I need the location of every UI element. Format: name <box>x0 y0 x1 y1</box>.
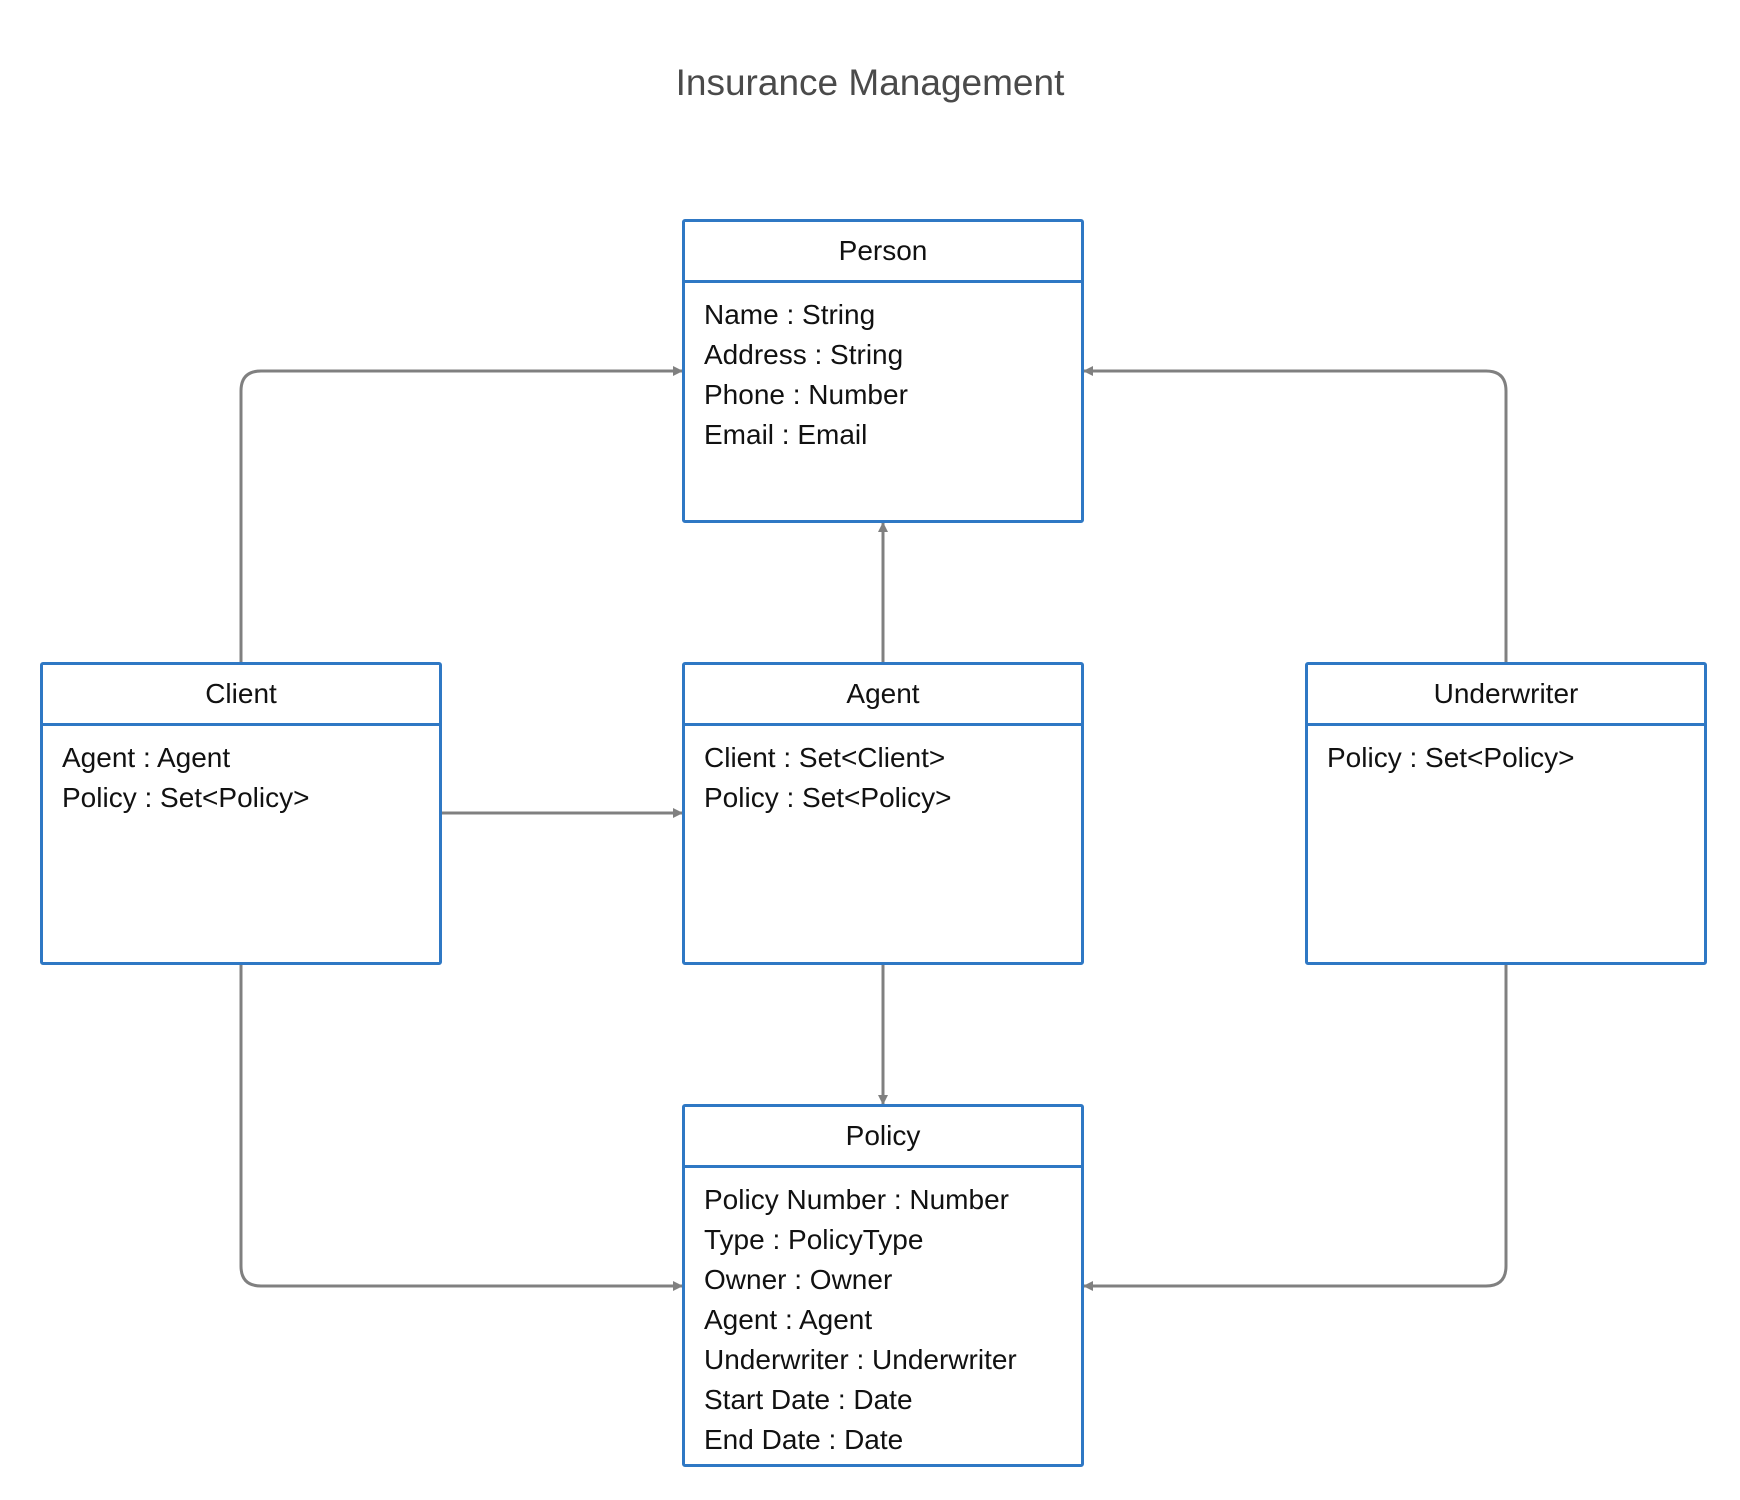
attribute: Start Date : Date <box>704 1384 913 1415</box>
attribute: Type : PolicyType <box>704 1224 924 1255</box>
class-policy-attributes: Policy Number : Number Type : PolicyType… <box>685 1168 1081 1460</box>
class-agent-name: Agent <box>685 665 1081 726</box>
class-policy-name: Policy <box>685 1107 1081 1168</box>
class-agent-attributes: Client : Set<Client> Policy : Set<Policy… <box>685 726 1081 818</box>
attribute: Agent : Agent <box>62 742 231 773</box>
attribute: Email : Email <box>704 419 868 450</box>
attribute: Name : String <box>704 299 876 330</box>
attribute: Client : Set<Client> <box>704 742 946 773</box>
attribute: Policy : Set<Policy> <box>62 782 310 813</box>
attribute: Phone : Number <box>704 379 908 410</box>
class-person-name: Person <box>685 222 1081 283</box>
class-underwriter-name: Underwriter <box>1308 665 1704 726</box>
connector-client-person <box>239 366 683 662</box>
attribute: Policy Number : Number <box>704 1184 1009 1215</box>
attribute: Underwriter : Underwriter <box>704 1344 1017 1375</box>
class-client-name: Client <box>43 665 439 726</box>
connector-underwriter-person <box>1083 366 1508 662</box>
class-person[interactable]: Person Name : String Address : String Ph… <box>682 219 1084 523</box>
class-underwriter[interactable]: Underwriter Policy : Set<Policy> <box>1305 662 1707 965</box>
class-underwriter-attributes: Policy : Set<Policy> <box>1308 726 1704 778</box>
attribute: Address : String <box>704 339 904 370</box>
attribute: Owner : Owner <box>704 1264 893 1295</box>
attribute: Policy : Set<Policy> <box>1327 742 1575 773</box>
diagram-title: Insurance Management <box>675 62 1065 103</box>
attribute: Policy : Set<Policy> <box>704 782 952 813</box>
attribute: Agent : Agent <box>704 1304 873 1335</box>
class-client[interactable]: Client Agent : Agent Policy : Set<Policy… <box>40 662 442 965</box>
class-agent[interactable]: Agent Client : Set<Client> Policy : Set<… <box>682 662 1084 965</box>
class-client-attributes: Agent : Agent Policy : Set<Policy> <box>43 726 439 818</box>
attribute: End Date : Date <box>704 1424 904 1455</box>
connector-underwriter-policy <box>1083 965 1508 1291</box>
class-person-attributes: Name : String Address : String Phone : N… <box>685 283 1081 455</box>
connector-client-policy <box>239 965 683 1291</box>
class-policy[interactable]: Policy Policy Number : Number Type : Pol… <box>682 1104 1084 1467</box>
